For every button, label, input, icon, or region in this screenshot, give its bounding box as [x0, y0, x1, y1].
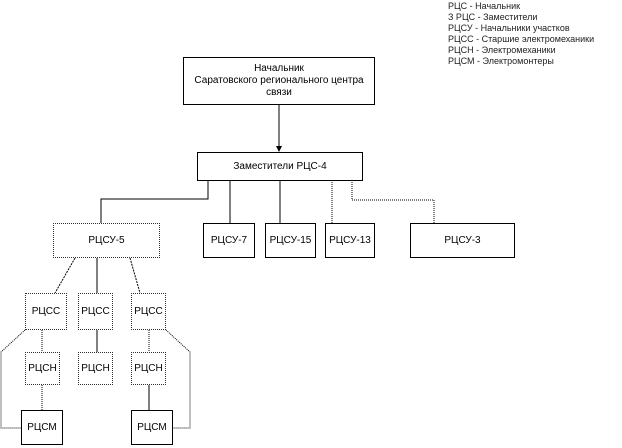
- head-org-end: связи: [266, 87, 292, 98]
- legend-item: РЦСС - Старшие электромеханики: [448, 34, 595, 44]
- fitter-box: РЦСМ: [131, 410, 173, 445]
- section-box-rcsu5: РЦСУ-5: [53, 223, 160, 258]
- legend: РЦС - Начальник З РЦС - Заместители РЦСУ…: [448, 1, 594, 67]
- senior-box: РЦСС: [78, 293, 113, 330]
- legend-item: РЦСУ - Начальники участков: [448, 23, 570, 33]
- deputies-box: Заместители РЦС-4: [197, 152, 363, 181]
- head-org: Саратовского регионального центра: [194, 75, 364, 86]
- senior-box: РЦСС: [25, 293, 67, 330]
- section-box-rcsu3: РЦСУ-3: [410, 223, 515, 258]
- mechanic-box: РЦСН: [25, 352, 60, 385]
- mechanic-box: РЦСН: [131, 352, 166, 385]
- section-box-rcsu15: РЦСУ-15: [265, 223, 316, 258]
- fitter-box: РЦСМ: [21, 410, 63, 445]
- legend-item: РЦС - Начальник: [448, 1, 521, 11]
- mechanic-box: РЦСН: [78, 352, 113, 385]
- senior-box: РЦСС: [131, 293, 166, 330]
- legend-item: РЦСМ - Электромонтеры: [448, 56, 554, 66]
- section-box-rcsu13: РЦСУ-13: [325, 223, 375, 258]
- line-deputies-rcsu3: [351, 180, 435, 223]
- line-deputies-rcsu5: [100, 180, 209, 223]
- head-box: Начальник Саратовского регионального цен…: [183, 57, 375, 105]
- section-box-rcsu7: РЦСУ-7: [203, 223, 255, 258]
- legend-item: РЦСН - Электромеханики: [448, 45, 556, 55]
- legend-item: З РЦС - Заместители: [448, 12, 538, 22]
- head-title: Начальник: [254, 63, 304, 74]
